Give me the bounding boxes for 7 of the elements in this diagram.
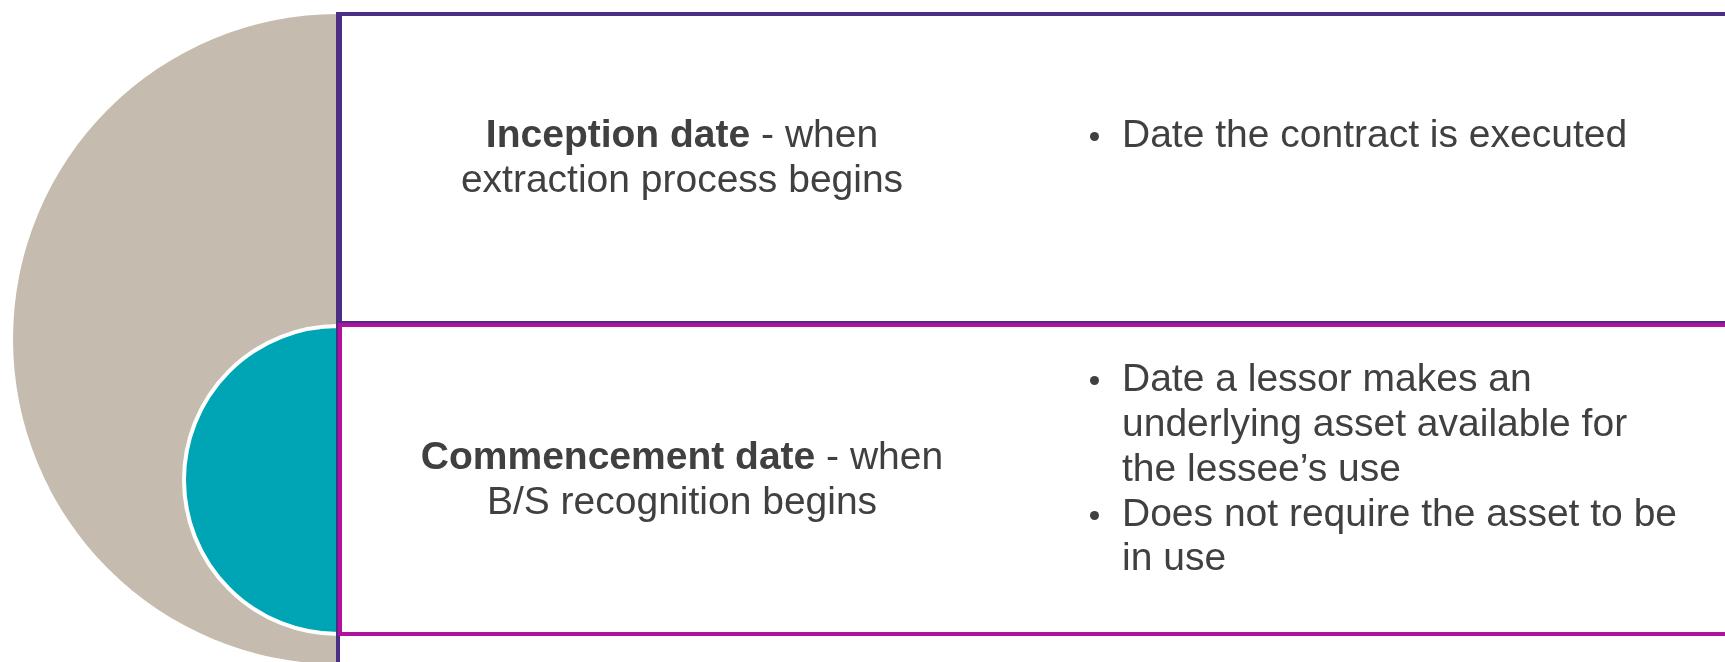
content-box (338, 323, 1725, 636)
bullet-text: Does not require the asset to be in use (1122, 490, 1677, 579)
heading-text: Commencement date - when B/S recognition begins (419, 434, 945, 524)
heading-text: Inception date - when extraction process begins (459, 112, 905, 202)
bullet-text: Date the contract is executed (1122, 112, 1628, 155)
content-box (338, 12, 1725, 325)
bullet-text: Date a lessor makes an underlying asset available for the lessee’s use (1122, 356, 1628, 489)
